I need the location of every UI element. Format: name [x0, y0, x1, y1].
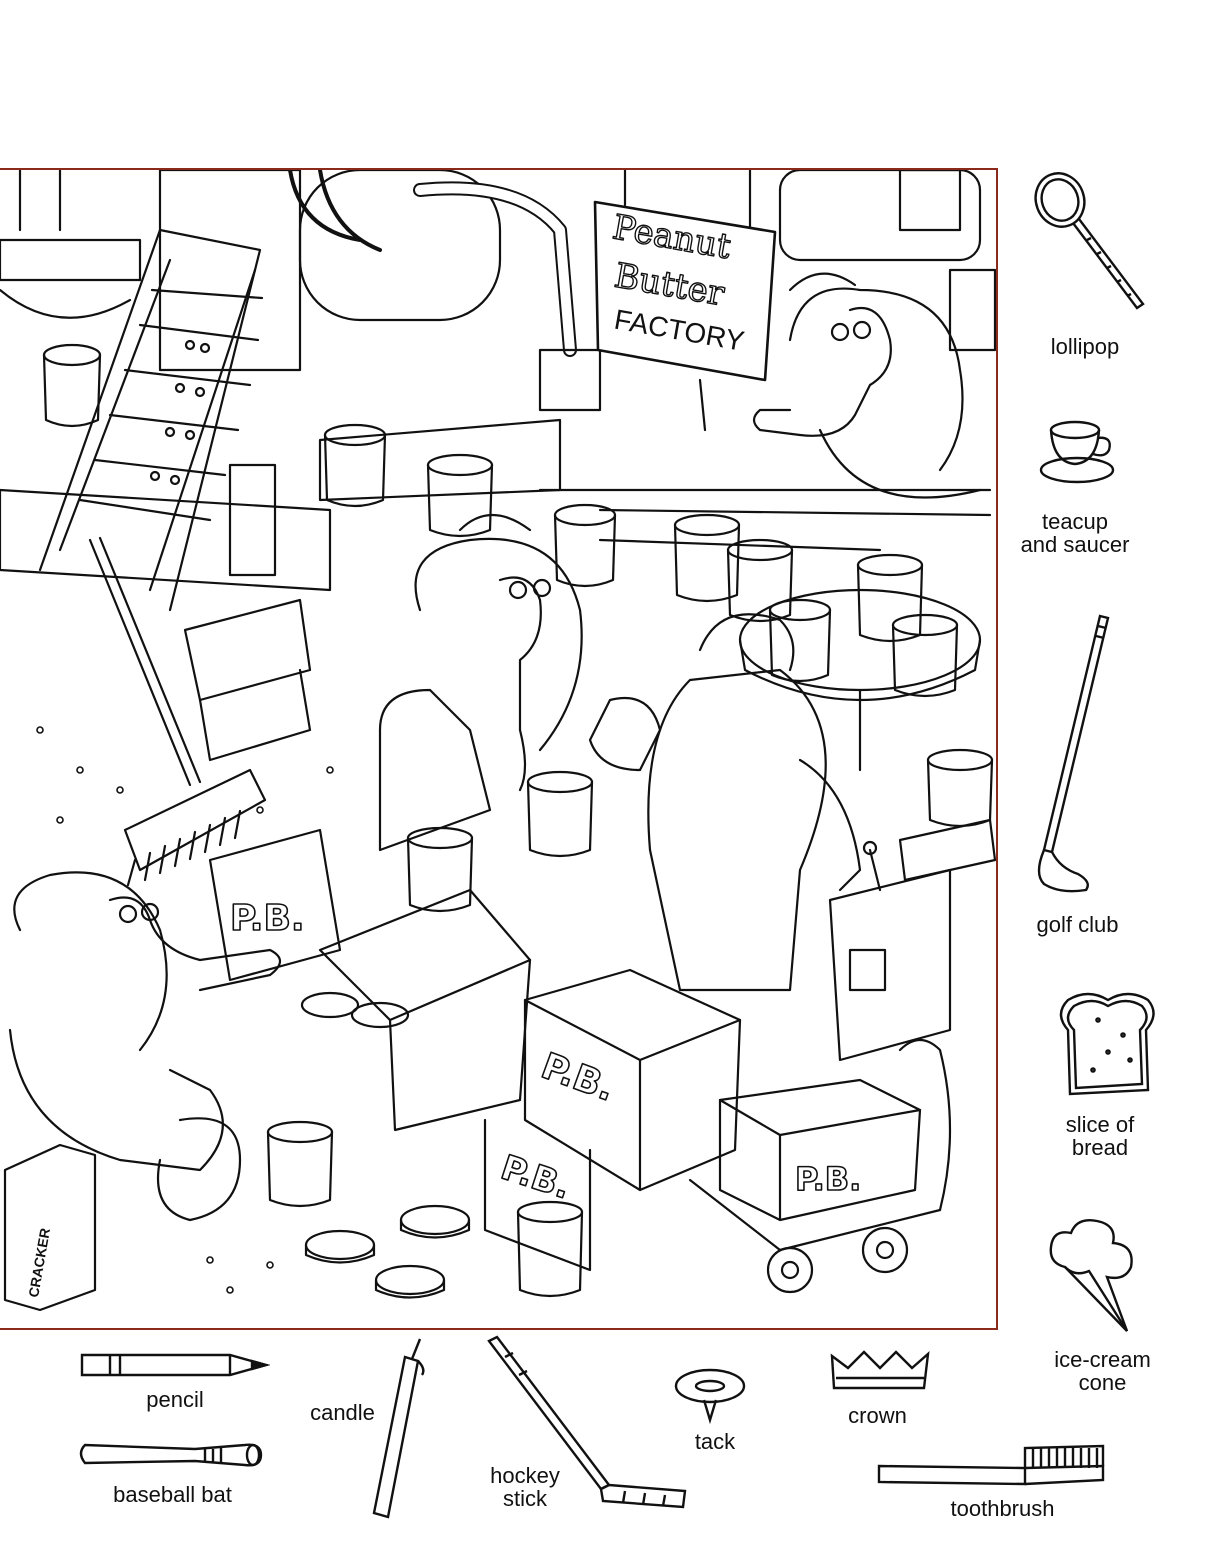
label-golf-club: golf club [1036, 912, 1119, 937]
box-mark-2: P.B. [536, 1046, 620, 1110]
label-toothbrush: toothbrush [950, 1496, 1055, 1521]
pencil-icon [80, 1353, 270, 1377]
jar-lids [304, 1204, 471, 1299]
item-golf-club [1030, 612, 1120, 897]
label-lollipop: lollipop [1050, 334, 1120, 359]
jars [42, 343, 994, 1298]
hockey-stick-icon [487, 1335, 687, 1509]
cracker-box-label: CRACKER [25, 1227, 53, 1299]
conveyor-ladder [38, 228, 264, 612]
hidden-picture-scene: Peanut Butter FACTORY [0, 168, 998, 1330]
box-mark-1: P.B. [230, 898, 305, 939]
item-teacup [1035, 418, 1120, 488]
elephant-worker-back [588, 613, 862, 992]
box-mark-4: P.B. [795, 1160, 861, 1198]
baseball-bat-icon [79, 1443, 263, 1467]
broom [88, 536, 267, 887]
keyboard-machine [828, 818, 996, 1062]
teacup-icon [1039, 420, 1115, 484]
box-mark-3: P.B. [496, 1148, 575, 1208]
item-toothbrush [875, 1440, 1110, 1490]
elephant-worker-center [378, 513, 583, 852]
item-ice-cream [1045, 1215, 1140, 1335]
item-lollipop [1025, 168, 1145, 313]
ice-cream-cone-icon [1049, 1219, 1133, 1332]
elephant-worker-top-right [752, 272, 982, 499]
crown-icon [830, 1350, 930, 1390]
tack-icon [674, 1368, 746, 1424]
crumbs [36, 726, 334, 1294]
console [183, 598, 312, 702]
label-tack: tack [694, 1429, 736, 1454]
label-ice-cream: ice-cream cone [1054, 1347, 1151, 1395]
factory-sign: Peanut Butter FACTORY [593, 170, 777, 432]
item-candle [360, 1335, 435, 1520]
round-turntable [738, 588, 982, 772]
label-hockey-stick: hockey stick [490, 1463, 560, 1511]
label-baseball-bat: baseball bat [113, 1482, 232, 1507]
item-baseball-bat [75, 1435, 265, 1477]
lollipop-icon [1034, 172, 1145, 310]
cracker-box: CRACKER [3, 1143, 97, 1312]
item-pencil [80, 1350, 270, 1380]
item-crown [828, 1348, 933, 1393]
toothbrush-icon [877, 1444, 1105, 1486]
candle-icon [372, 1338, 425, 1519]
hand-cart [688, 1038, 952, 1294]
label-candle: candle [310, 1400, 375, 1425]
background-machinery [0, 170, 996, 592]
control-panel [228, 463, 277, 577]
label-bread: slice of bread [1065, 1112, 1135, 1160]
label-teacup: teacup and saucer [1020, 509, 1130, 557]
item-bread [1048, 990, 1163, 1100]
bread-slice-icon [1059, 992, 1155, 1096]
elephant-worker-bottom-left [8, 871, 282, 1222]
golf-club-icon [1037, 614, 1110, 893]
item-hockey-stick [485, 1335, 695, 1510]
item-tack [672, 1368, 752, 1424]
label-pencil: pencil [146, 1387, 204, 1412]
label-crown: crown [848, 1403, 907, 1428]
